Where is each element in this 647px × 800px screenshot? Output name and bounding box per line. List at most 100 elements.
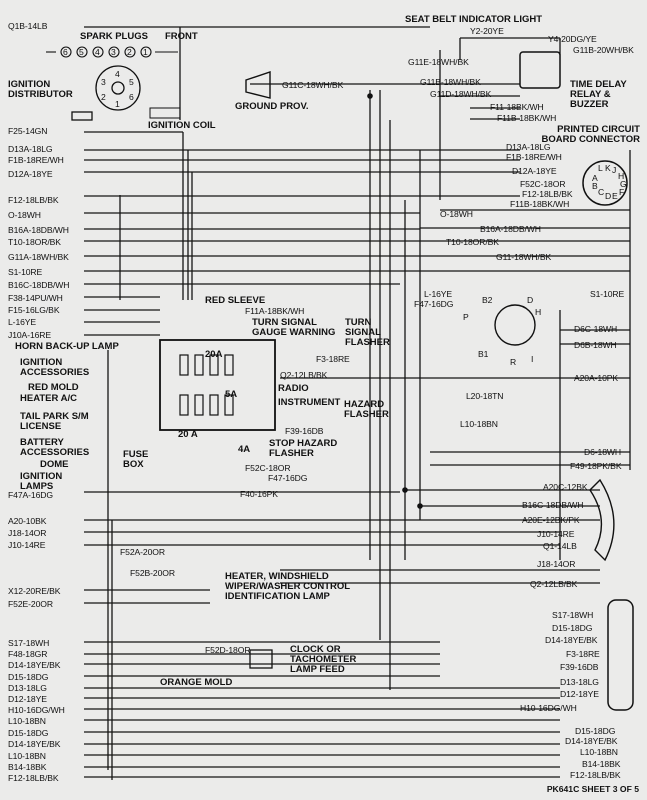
wire-label: D14-18YE/BK bbox=[8, 739, 61, 749]
wire-label: F48-18GR bbox=[8, 649, 48, 659]
wire-label: B16A-18DB/WH bbox=[8, 225, 69, 235]
heater-ac-label: HEATER A/C bbox=[20, 393, 77, 404]
wire-label: B14-18BK bbox=[8, 762, 47, 772]
wire-label: L10-18BN bbox=[460, 419, 498, 429]
wire-label: D13A-18LG bbox=[506, 142, 551, 152]
wire-label: X12-20RE/BK bbox=[8, 586, 61, 596]
wire-label: F11A-18BK/WH bbox=[245, 306, 305, 316]
wire-label: F3-18RE bbox=[566, 649, 600, 659]
wire-label: F11-18BK/WH bbox=[490, 102, 544, 112]
wire-label: A20C-12BK bbox=[543, 482, 588, 492]
wire-label: S1-10RE bbox=[8, 267, 43, 277]
wire-label: Q1-14LB bbox=[543, 541, 577, 551]
fuse-5a-label: 5A bbox=[225, 389, 238, 400]
wire-label: O-18WH bbox=[8, 210, 41, 220]
fuses bbox=[179, 354, 234, 416]
wire-label: J10A-16RE bbox=[8, 330, 52, 340]
wire-label: D15-18DG bbox=[8, 672, 49, 682]
wire-label: F52C-18OR bbox=[245, 463, 291, 473]
wire-label: D14-18YE/BK bbox=[8, 660, 61, 670]
fuse-20a-bottom-label: 20 A bbox=[178, 429, 198, 440]
wire-label: A20A-10PK bbox=[574, 373, 619, 383]
spark-plug-number: 4 bbox=[95, 47, 100, 57]
wire-label: J18-14OR bbox=[8, 528, 47, 538]
wire-label: S17-18WH bbox=[552, 610, 594, 620]
switch-pin: P bbox=[463, 312, 469, 322]
ground-prov-label: GROUND PROV. bbox=[235, 101, 309, 112]
clock-tach-label: CLOCK OR TACHOMETER LAMP FEED bbox=[290, 644, 357, 675]
wire-label: Y4-20DG/YE bbox=[548, 34, 597, 44]
wire-label: A20E-12BK/PK bbox=[522, 515, 580, 525]
wire-label: Q2-12LB/BK bbox=[280, 370, 328, 380]
wire-label: Y2-20YE bbox=[470, 26, 504, 36]
ignition-accessories-label: IGNITION ACCESSORIES bbox=[20, 357, 90, 378]
wire-label: G11C-18WH/BK bbox=[282, 80, 344, 90]
wire-label: F25-14GN bbox=[8, 126, 48, 136]
distributor-graphic bbox=[71, 65, 141, 121]
ignition-lamps-label: IGNITION LAMPS bbox=[20, 471, 63, 492]
turn-signal-flasher-label: TURN SIGNAL FLASHER bbox=[345, 317, 390, 348]
fuse-box-graphic bbox=[159, 339, 276, 431]
wire-label: F11B-18BK/WH bbox=[510, 199, 570, 209]
clock-connector-graphic bbox=[249, 649, 273, 669]
fuse-box-label: FUSE BOX bbox=[123, 449, 149, 470]
spark-plug-number: 3 bbox=[111, 47, 116, 57]
wire-label: L10-18BN bbox=[580, 747, 618, 757]
wire-label: D14-18YE/BK bbox=[565, 736, 618, 746]
wire-label: H10-16DG/WH bbox=[8, 705, 65, 715]
wire-label: G11B-18WH/BK bbox=[420, 77, 481, 87]
wire-label: S1-10RE bbox=[590, 289, 625, 299]
wire-label: S17-18WH bbox=[8, 638, 50, 648]
wire-label: D12A-18YE bbox=[512, 166, 557, 176]
ignition-distributor-label: IGNITION DISTRIBUTOR bbox=[8, 79, 73, 100]
spark-plug-number: 2 bbox=[127, 47, 132, 57]
wire-label: J10-14RE bbox=[537, 529, 575, 539]
spark-plug-number: 1 bbox=[143, 47, 148, 57]
wire-label: B14-18BK bbox=[582, 759, 621, 769]
wire-label: G11B-20WH/BK bbox=[573, 45, 634, 55]
wire-label: L-16YE bbox=[424, 289, 453, 299]
wire-label: F38-14PU/WH bbox=[8, 293, 63, 303]
right-column-connector bbox=[607, 599, 634, 711]
wire-label: B16A-18DB/WH bbox=[480, 224, 541, 234]
switch-connector-graphic bbox=[494, 304, 536, 346]
wire-label: T10-18OR/BK bbox=[8, 237, 61, 247]
wire-label: F52B-20OR bbox=[130, 568, 175, 578]
wire-label: D14-18YE/BK bbox=[545, 635, 598, 645]
distributor-number: 4 bbox=[115, 69, 120, 79]
ignition-coil-graphic bbox=[149, 107, 181, 119]
red-sleeve-label: RED SLEEVE bbox=[205, 295, 266, 306]
wire-label: F3-18RE bbox=[316, 354, 350, 364]
turn-signal-gauge-label: TURN SIGNAL GAUGE WARNING bbox=[252, 317, 336, 338]
pcb-pin: A bbox=[592, 173, 598, 183]
orange-mold-label: ORANGE MOLD bbox=[160, 677, 233, 688]
horn-backup-label: HORN BACK-UP LAMP bbox=[15, 341, 119, 352]
wire-label: F39-16DB bbox=[285, 426, 324, 436]
ignition-coil-label: IGNITION COIL bbox=[148, 120, 216, 131]
wire-label: F11B-18BK/WH bbox=[497, 113, 557, 123]
distributor-number: 5 bbox=[129, 77, 134, 87]
spark-plugs-graphic bbox=[46, 46, 178, 58]
wire-label: F47A-16DG bbox=[8, 490, 53, 500]
heater-windshield-label: HEATER, WINDSHIELD WIPER/WASHER CONTROL … bbox=[225, 571, 350, 602]
wire-label: F12-18LB/BK bbox=[8, 195, 59, 205]
wire-label: D6C-18WH bbox=[574, 324, 618, 334]
wire-label: F47-16DG bbox=[268, 473, 308, 483]
wire-label: D6-18WH bbox=[584, 447, 622, 457]
wire-label: L-16YE bbox=[8, 317, 37, 327]
wire-label: H10-16DG/WH bbox=[520, 703, 577, 713]
wire-label: A20-10BK bbox=[8, 516, 47, 526]
wire-label: D13-18LG bbox=[8, 683, 47, 693]
hazard-flasher-label: HAZARD FLASHER bbox=[344, 399, 389, 420]
switch-pin: R bbox=[510, 357, 517, 367]
wire-label: G11E-18WH/BK bbox=[408, 57, 469, 67]
ground-connector-graphic bbox=[245, 71, 271, 99]
wire-label: Q2-12LB/BK bbox=[530, 579, 578, 589]
wire-label: F40-16PK bbox=[240, 489, 278, 499]
wire-label: L10-18BN bbox=[8, 716, 46, 726]
wire-label: F1B-18RE/WH bbox=[8, 155, 64, 165]
distributor-number: 6 bbox=[129, 92, 134, 102]
wire-label: L20-18TN bbox=[466, 391, 504, 401]
dome-label: DOME bbox=[40, 459, 69, 470]
